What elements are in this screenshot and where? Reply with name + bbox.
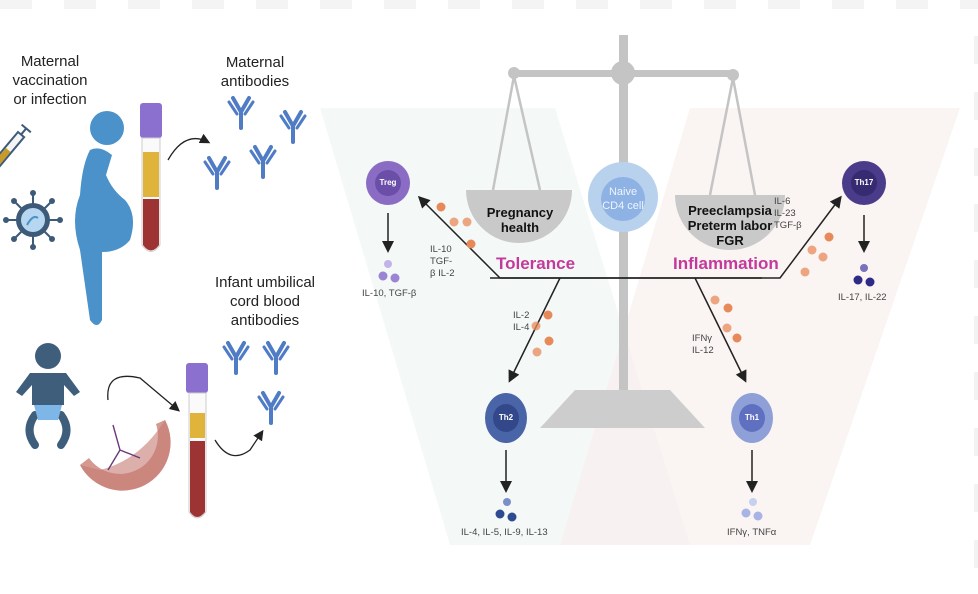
dash-segment [832,0,864,9]
dash-segment [974,204,978,232]
dash-segment [640,0,672,9]
th2-cell [485,393,527,443]
th1-outputs: IFNγ, TNFα [727,527,777,538]
arrow-to-th1 [694,277,747,383]
dash-segment [576,0,608,9]
inflammation-label: Inflammation [673,254,779,273]
maternal-antibodies-icon [203,96,307,190]
infant-antibodies-icon [222,341,290,425]
arrow-to-infant-antibodies [214,429,264,457]
left-pan [466,190,572,243]
treg-output-dots [378,260,400,283]
treg-label: Treg [379,178,397,187]
tolerance-label: Tolerance [496,254,576,273]
dash-segment [128,0,160,9]
th2-outputs: IL-4, IL-5, IL-9, IL-13 [461,527,548,538]
dash-segment [974,372,978,400]
treg-outputs: IL-10, TGF-β [362,288,417,299]
arrow-to-th17 [490,195,842,279]
th17-output-dots [853,264,875,287]
th1-cell [731,393,773,443]
placenta-icon [80,420,171,491]
dash-segment [320,0,352,9]
th17-label: Th17 [854,178,874,187]
dash-segment [960,0,978,9]
th1-label: Th1 [744,413,760,422]
dash-segment [974,428,978,456]
right-dashed-border [974,36,978,594]
scale-base [540,390,705,428]
dash-segment [974,540,978,568]
dash-segment [974,484,978,512]
pregnant-woman-icon [75,111,134,325]
syringe-icon [0,123,32,168]
right-pan [675,195,785,250]
th17-cell [842,161,886,205]
inflammation-zone [560,108,960,545]
dash-segment [704,0,736,9]
dash-segment [512,0,544,9]
dash-segment [448,0,480,9]
dash-segment [256,0,288,9]
arrow-to-cord-blood-tube [107,375,180,412]
dash-segment [768,0,800,9]
dash-segment [384,0,416,9]
top-dashed-border [0,0,978,9]
th2-output-dots [495,498,517,522]
dash-segment [974,92,978,120]
dash-segment [896,0,928,9]
th2-label: Th2 [498,413,514,422]
dash-segment [192,0,224,9]
dash-segment [974,36,978,64]
dash-segment [974,316,978,344]
dash-segment [0,0,32,9]
cytokine-dots [436,202,834,357]
arrow-to-maternal-antibodies [167,133,211,161]
th1-output-dots [741,498,763,521]
virus-icon [3,190,63,250]
maternal-blood-tube [140,103,162,252]
dash-segment [64,0,96,9]
infant-icon [16,343,80,449]
dash-segment [974,260,978,288]
treg-cell [366,161,410,205]
cord-blood-tube [186,363,208,519]
dash-segment [974,148,978,176]
th17-outputs: IL-17, IL-22 [838,292,887,303]
